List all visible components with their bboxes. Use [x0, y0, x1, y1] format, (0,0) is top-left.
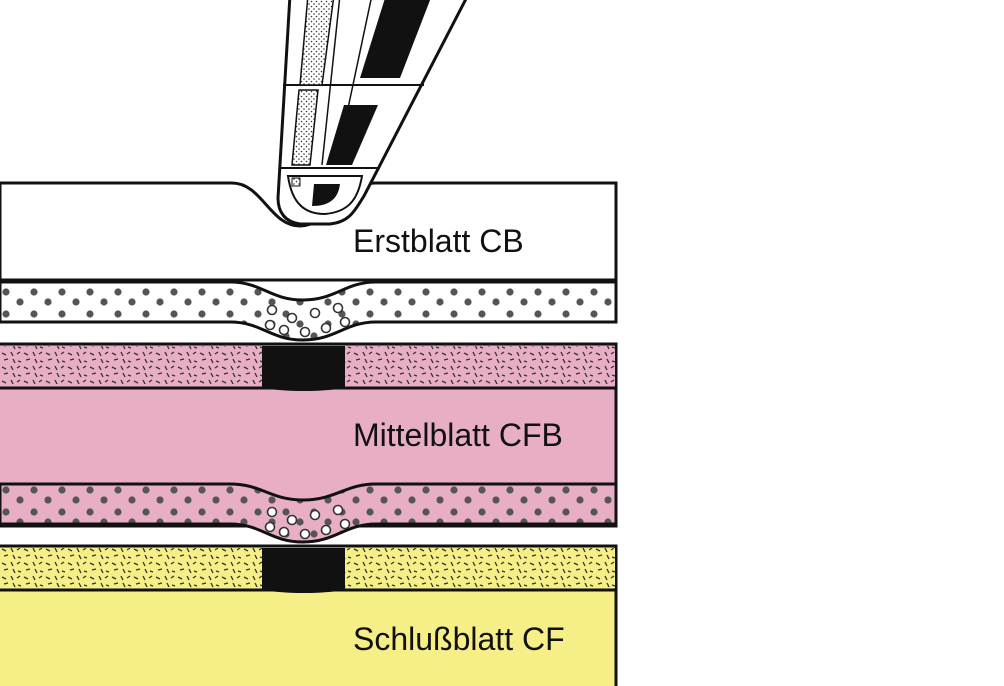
top-sheet-capsule-coating: [0, 280, 618, 342]
bottom-sheet-developer-left: [0, 548, 262, 588]
burst-capsules-top: [264, 302, 351, 338]
layer-label-top: Erstblatt CB: [353, 223, 524, 259]
ballpoint-pen-tip-icon: [276, 0, 468, 226]
bottom-sheet: Schlußblatt CF: [0, 544, 618, 686]
ink-mark-middle: [262, 346, 345, 391]
layer-label-bottom: Schlußblatt CF: [353, 621, 565, 657]
middle-sheet-developer-right: [345, 346, 615, 386]
ink-mark-bottom: [262, 548, 345, 593]
top-sheet: Erstblatt CB: [0, 181, 618, 342]
middle-sheet: Mittelblatt CFB: [0, 342, 618, 544]
bottom-sheet-developer-right: [345, 548, 615, 588]
burst-capsules-middle: [264, 504, 351, 540]
middle-sheet-capsule-coating: [0, 482, 618, 544]
layer-label-middle: Mittelblatt CFB: [353, 417, 563, 453]
middle-sheet-developer-left: [0, 346, 262, 386]
